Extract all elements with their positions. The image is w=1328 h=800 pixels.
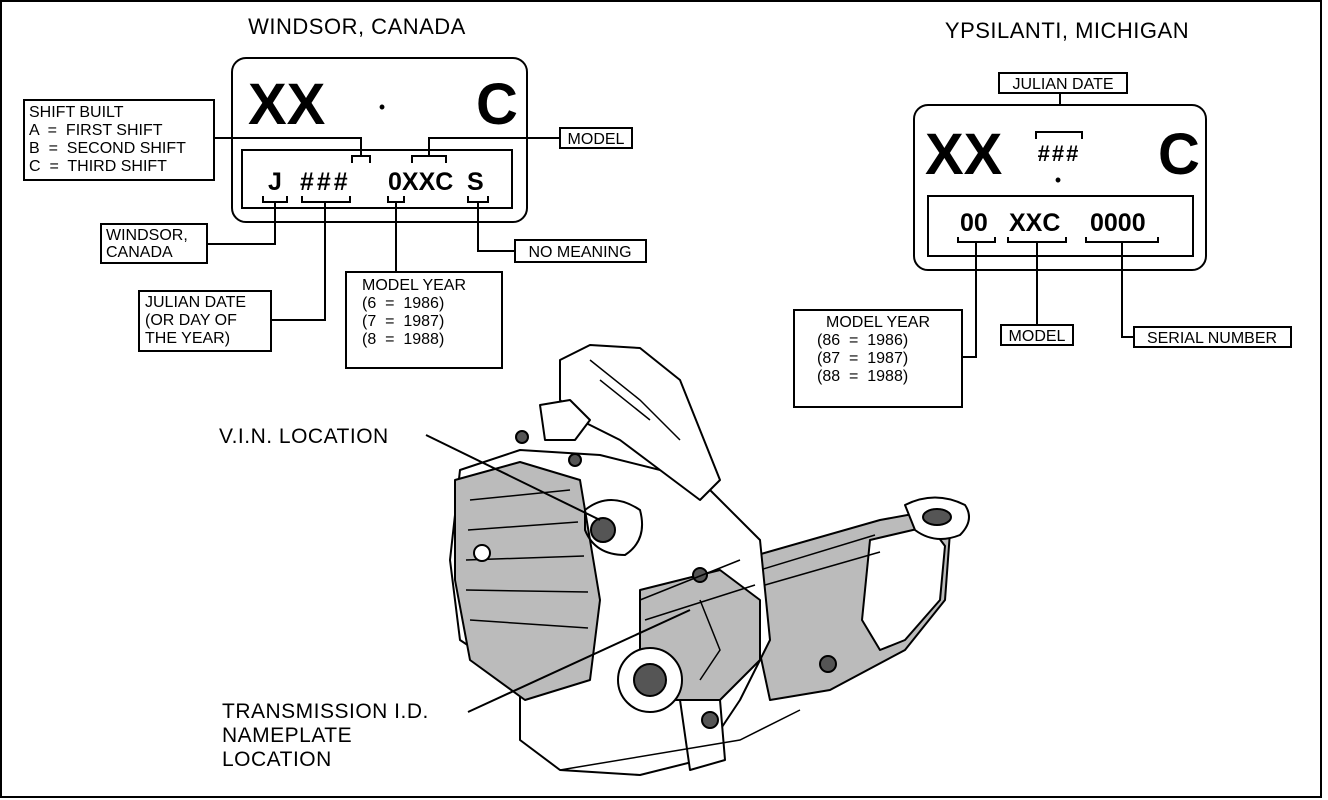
windsor-code-julian: ### [300,168,351,196]
bracket-edge-1 [589,359,681,441]
windsor-model-year-box [345,271,503,369]
pan-rib-4 [465,589,589,593]
leader-ypsilanti-year [962,242,977,358]
windsor-title: WINDSOR, CANADA [248,14,466,39]
windsor-location-line2: CANADA [106,244,173,261]
shift-built-b: B = SECOND SHIFT [29,140,186,157]
windsor-plate-dot: • [379,97,385,117]
transmission-label-line1: TRANSMISSION I.D. [222,700,429,723]
ypsilanti-model-label: MODEL [1009,328,1066,345]
windsor-model-year-7: (7 = 1987) [362,313,444,330]
pan-rib-1 [469,489,571,501]
tail-rib-2 [764,551,881,586]
leader-shift [214,137,362,156]
shift-built-title: SHIFT BUILT [29,104,124,121]
bolt-head-4 [819,655,837,673]
tail-rib-1 [759,534,876,571]
no-meaning-label: NO MEANING [528,244,631,261]
bolt-head-1 [515,430,529,444]
leader-julian [271,202,326,321]
ypsilanti-plate-dot: • [1055,170,1061,190]
windsor-model-year-title: MODEL YEAR [362,277,466,294]
case-line-3 [699,599,721,681]
transmission-label-line2: NAMEPLATE [222,724,352,747]
bracket-boss [539,399,591,441]
ypsilanti-model-year-87: (87 = 1987) [817,350,908,367]
transmission-input-hub [633,663,667,697]
ypsilanti-plate-c: C [1158,122,1200,187]
windsor-model-year-8: (8 = 1988) [362,331,444,348]
leader-no-meaning [477,202,515,252]
pan-bolt [473,544,491,562]
mount-hole [590,517,616,543]
case-line-2 [644,584,756,621]
windsor-julian-box [138,290,272,352]
windsor-code-j: J [268,168,282,196]
ypsilanti-code-year: 00 [960,209,988,237]
leader-nameplate-location [467,609,691,713]
pan-rib-5 [469,619,589,629]
shift-built-box [23,99,215,181]
ypsilanti-code-serial: 0000 [1090,209,1146,237]
windsor-plate-c: C [476,72,518,137]
ypsilanti-model-year-86: (86 = 1986) [817,332,908,349]
bracket-ypsilanti-julian [1035,131,1083,139]
bolt-head-2 [568,453,582,467]
windsor-model-year-6: (6 = 1986) [362,295,444,312]
ypsilanti-julian-label: JULIAN DATE [1012,76,1113,93]
windsor-code-model: 0XXC [388,168,453,196]
ypsilanti-plate-hash: ### [1038,141,1081,166]
windsor-julian-line3: THE YEAR) [145,330,230,347]
serial-number-label: SERIAL NUMBER [1147,330,1277,347]
windsor-model-label: MODEL [568,131,625,148]
windsor-location-box [100,223,208,264]
leader-windsor [207,202,276,245]
case-line-1 [639,559,741,601]
case-line-4 [559,709,801,771]
transmission-label-line3: LOCATION [222,748,332,771]
shift-built-c: C = THIRD SHIFT [29,158,167,175]
windsor-code-s: S [467,168,484,196]
ypsilanti-model-year-88: (88 = 1988) [817,368,908,385]
ypsilanti-julian-box [998,72,1128,94]
vin-location-label: V.I.N. LOCATION [219,425,389,448]
ypsilanti-plate: XX ### • C 00 XXC 0000 [913,104,1207,271]
shift-built-a: A = FIRST SHIFT [29,122,163,139]
transmission-yoke-hole [922,508,952,526]
bracket-edge-2 [599,379,651,421]
ypsilanti-code-model: XXC [1009,209,1060,237]
pan-rib-2 [467,521,579,531]
ypsilanti-plate-xx: XX [925,122,1003,187]
windsor-plate: XX • C J ### 0XXC S [231,57,528,223]
leader-serial [1121,242,1134,338]
leader-model [428,137,560,156]
ypsilanti-model-year-title: MODEL YEAR [826,314,930,331]
windsor-julian-line1: JULIAN DATE [145,294,246,311]
transmission-illustration [449,344,970,776]
ypsilanti-title: YPSILANTI, MICHIGAN [945,18,1189,43]
windsor-julian-line2: (OR DAY OF [145,312,237,329]
windsor-plate-xx: XX [248,72,326,137]
ypsilanti-model-year-box [793,309,963,408]
mount-ring [584,499,644,556]
windsor-location-line1: WINDSOR, [106,227,188,244]
ypsilanti-code-frame [927,195,1194,257]
leader-vin-location [425,434,601,521]
transmission-tail-cylinder [861,525,946,651]
bolt-head-3 [701,711,719,729]
bolt-head-5 [692,567,708,583]
transmission-side-pan [454,461,601,701]
